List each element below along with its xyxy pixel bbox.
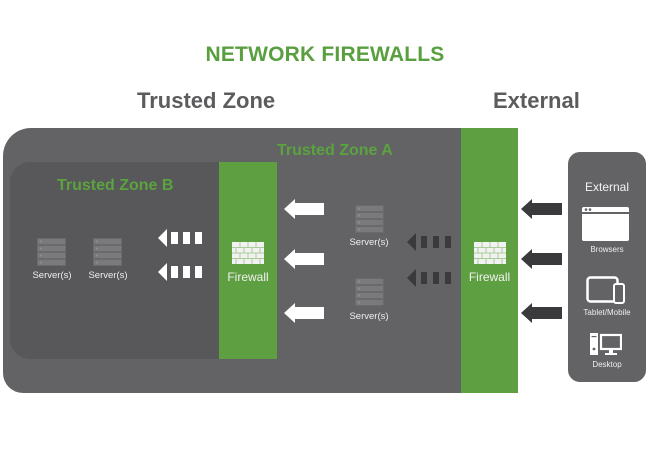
server-icon (93, 238, 122, 266)
zone-a-label: Trusted Zone A (277, 142, 393, 159)
dashed-arrow-left-icon (158, 263, 202, 281)
server-icon (355, 278, 384, 306)
server-label: Server(s) (349, 311, 389, 322)
desktop-icon (590, 333, 622, 355)
dashed-arrow-left-icon (158, 229, 202, 247)
solid-arrow-left-icon (284, 303, 324, 323)
solid-arrow-left-icon (521, 303, 562, 323)
brick-wall-icon (474, 242, 506, 264)
server-icon (37, 238, 66, 266)
external-panel-title: External (584, 180, 630, 194)
client-label-browsers: Browsers (590, 245, 624, 254)
solid-arrow-left-icon (521, 199, 562, 219)
inner-firewall-label: Firewall (227, 270, 269, 284)
dashed-arrow-left-icon (407, 233, 451, 251)
external-heading: External (493, 88, 580, 113)
external-clients-panel (568, 152, 646, 382)
outer-firewall-label: Firewall (468, 270, 511, 284)
zone-b-label: Trusted Zone B (57, 177, 174, 194)
tablet-mobile-icon (586, 276, 625, 304)
client-label-desktop: Desktop (592, 360, 622, 369)
brick-wall-icon (232, 242, 264, 264)
solid-arrow-left-icon (284, 249, 324, 269)
client-label-tablet-mobile: Tablet/Mobile (583, 308, 631, 317)
solid-arrow-left-icon (521, 249, 562, 269)
solid-arrow-left-icon (284, 199, 324, 219)
server-icon (355, 205, 384, 233)
server-label: Server(s) (349, 237, 389, 248)
server-label: Server(s) (88, 270, 128, 281)
browser-icon (582, 207, 629, 241)
trusted-zone-heading: Trusted Zone (137, 88, 276, 113)
diagram-title: NETWORK FIREWALLS (205, 43, 445, 66)
server-label: Server(s) (32, 270, 72, 281)
dashed-arrow-left-icon (407, 269, 451, 287)
